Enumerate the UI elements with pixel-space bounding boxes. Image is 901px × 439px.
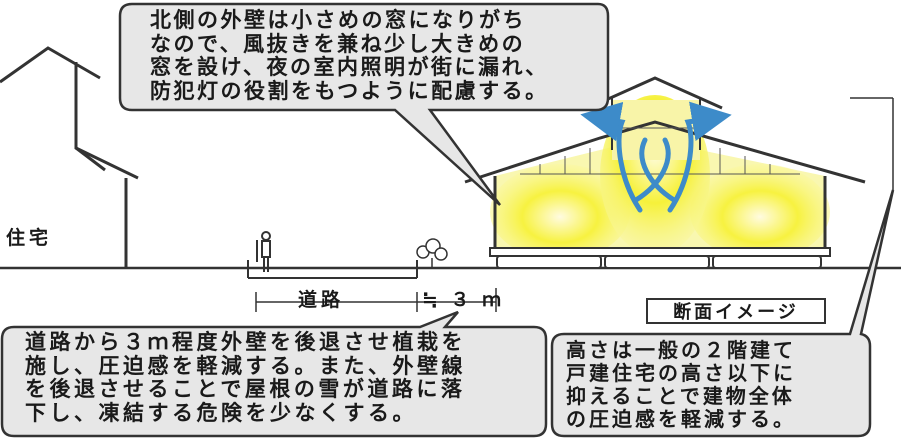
- building-section: [464, 76, 866, 269]
- neighbor-house: [0, 46, 139, 268]
- callout-bottom-right-bubble: [550, 97, 895, 438]
- setback-dimension-label: ≒ ３ ｍ: [422, 289, 505, 311]
- callout-bottom-left-bubble: [0, 310, 548, 438]
- callout-bottom-left-text: 道路から３ｍ程度外壁を後退させ植栽を 施し、圧迫感を軽減する。また、外壁線 を後…: [25, 330, 466, 425]
- dimension-lines: [255, 288, 497, 312]
- house-label: 住宅: [6, 227, 53, 249]
- shrub: [416, 238, 448, 268]
- road-label: 道路: [298, 289, 345, 311]
- section-image-label: 断面イメージ: [646, 298, 826, 324]
- callout-top-text: 北側の外壁は小さめの窓になりがち なので、風抜きを兼ね少し大きめの 窓を設け、夜…: [150, 8, 549, 103]
- callout-top-bubble: [118, 2, 610, 206]
- callout-bottom-right-text: 高さは一般の２階建て 戸建住宅の高さ以下に 抑えることで建物全体 の圧迫感を軽減…: [566, 338, 796, 431]
- person-figure: [256, 231, 271, 272]
